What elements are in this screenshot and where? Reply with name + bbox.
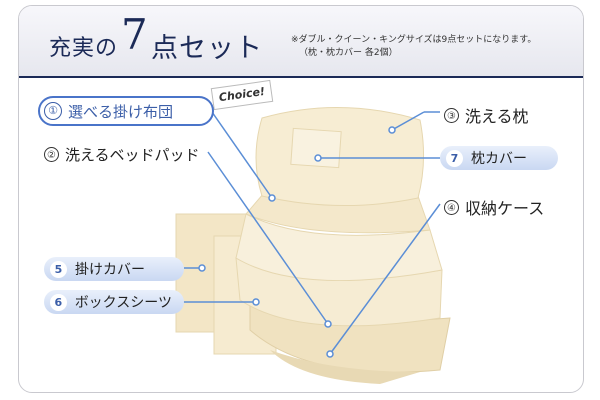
item-comforter-number: ① <box>44 102 62 120</box>
item-pillow-cover-number: 7 <box>446 149 463 167</box>
item-pillow-label: 洗える枕 <box>465 107 529 126</box>
item-comforter-cover-label: 掛けカバー <box>75 262 145 278</box>
item-pillow-cover-label: 枕カバー <box>471 151 527 167</box>
size-note: ※ダブル・クイーン・キングサイズは9点セットになります。 （枕・枕カバー 各2個… <box>291 34 536 60</box>
title-prefix: 充実の <box>49 36 119 61</box>
item-storage-case: ④ 収納ケース <box>444 195 544 219</box>
header-bar: 充実の 7 点セット ※ダブル・クイーン・キングサイズは9点セットになります。 … <box>19 6 583 78</box>
title-number: 7 <box>121 10 148 59</box>
item-pillow: ③ 洗える枕 <box>444 103 529 127</box>
item-storage-case-label: 収納ケース <box>465 199 545 218</box>
title-suffix: 点セット <box>151 33 263 64</box>
item-box-sheet-label: ボックスシーツ <box>74 295 172 311</box>
item-bed-pad-label: 洗えるベッドパッド <box>65 146 200 164</box>
leader-lines <box>182 111 441 358</box>
item-comforter[interactable]: ① 選べる掛け布団 <box>38 96 214 126</box>
item-comforter-label: 選べる掛け布団 <box>68 102 174 121</box>
item-box-sheet-number: 6 <box>50 293 67 311</box>
item-pillow-cover: 7 枕カバー <box>440 146 558 170</box>
item-storage-case-number: ④ <box>444 199 459 215</box>
item-comforter-cover-number: 5 <box>50 260 67 278</box>
item-pillow-number: ③ <box>444 107 459 123</box>
item-bed-pad: ② 洗えるベッドパッド <box>44 144 200 165</box>
item-bed-pad-number: ② <box>44 147 59 162</box>
item-comforter-cover: 5 掛けカバー <box>44 257 184 281</box>
size-note-line2: （枕・枕カバー 各2個） <box>299 48 398 58</box>
size-note-line1: ※ダブル・クイーン・キングサイズは9点セットになります。 <box>291 35 537 45</box>
item-box-sheet: 6 ボックスシーツ <box>44 290 184 314</box>
pillow-illustration <box>255 106 425 207</box>
